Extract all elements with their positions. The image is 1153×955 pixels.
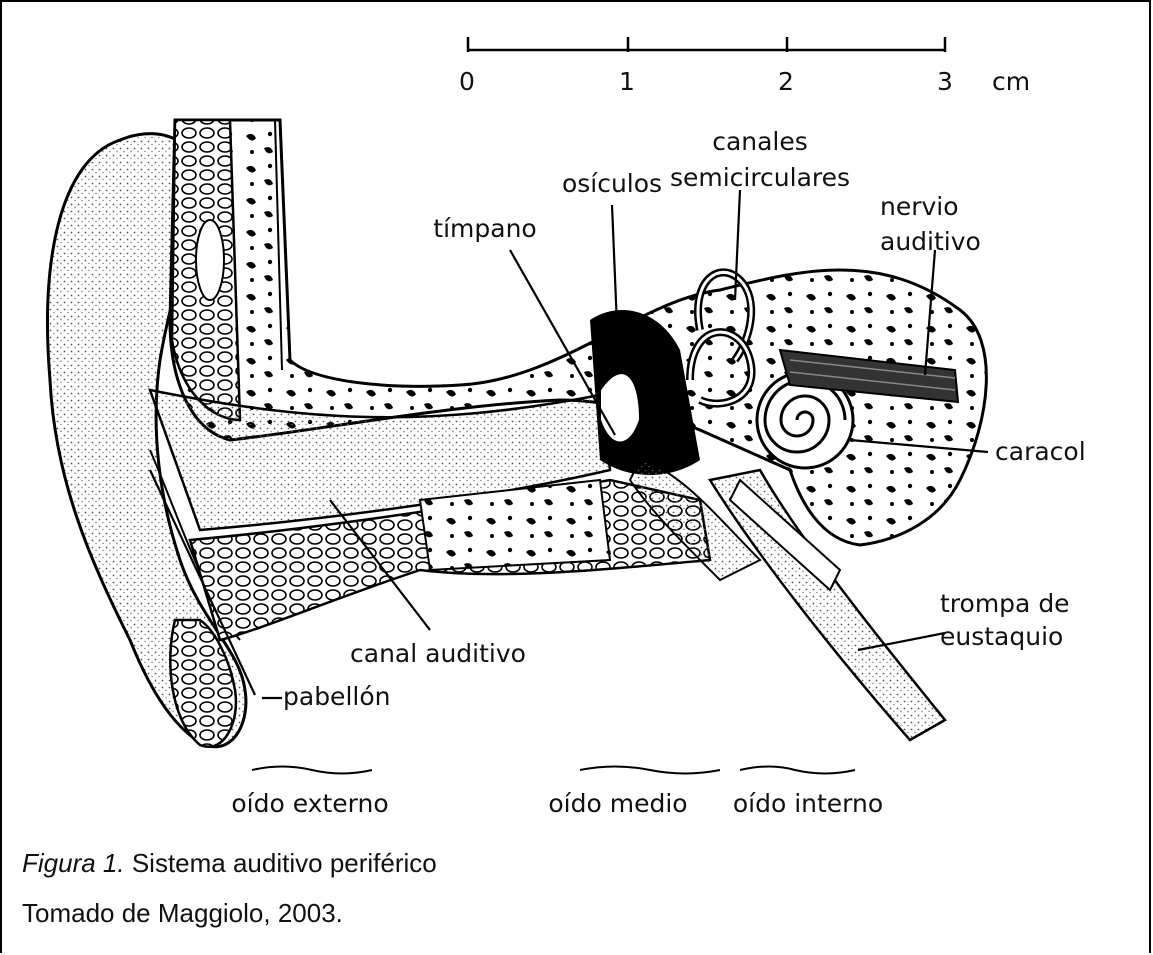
figure-title: Sistema auditivo periférico bbox=[125, 848, 437, 878]
figure-number: Figura 1. bbox=[22, 848, 125, 878]
label-trompa: trompa de bbox=[940, 589, 1070, 618]
label-oido-externo: oído externo bbox=[231, 789, 388, 818]
label-nervio: nervio bbox=[880, 192, 959, 221]
label-canales: canales bbox=[712, 127, 808, 156]
label-auditivo: auditivo bbox=[880, 227, 981, 256]
scale-tick-2: 2 bbox=[778, 67, 794, 96]
label-timpano: tímpano bbox=[433, 214, 536, 243]
scale-tick-3: 3 bbox=[937, 67, 953, 96]
label-osiculos: osículos bbox=[562, 169, 662, 198]
scale-unit: cm bbox=[992, 67, 1030, 96]
label-oido-interno: oído interno bbox=[733, 789, 883, 818]
ear-anatomy-diagram: 0 1 2 3 cm bbox=[0, 0, 1153, 840]
scale-tick-1: 1 bbox=[619, 67, 635, 96]
label-eustaquio: eustaquio bbox=[940, 622, 1063, 651]
scale-tick-0: 0 bbox=[459, 67, 475, 96]
figure-source: Tomado de Maggiolo, 2003. bbox=[22, 898, 343, 929]
figure-caption: Figura 1. Sistema auditivo periférico bbox=[22, 848, 437, 879]
label-oido-medio: oído medio bbox=[548, 789, 687, 818]
region-braces bbox=[252, 767, 855, 774]
label-caracol: caracol bbox=[995, 437, 1086, 466]
label-canal-auditivo: canal auditivo bbox=[350, 639, 526, 668]
label-pabellon: pabellón bbox=[283, 682, 390, 711]
label-semicirculares: semicirculares bbox=[670, 163, 850, 192]
scale-bar: 0 1 2 3 cm bbox=[459, 37, 1030, 96]
